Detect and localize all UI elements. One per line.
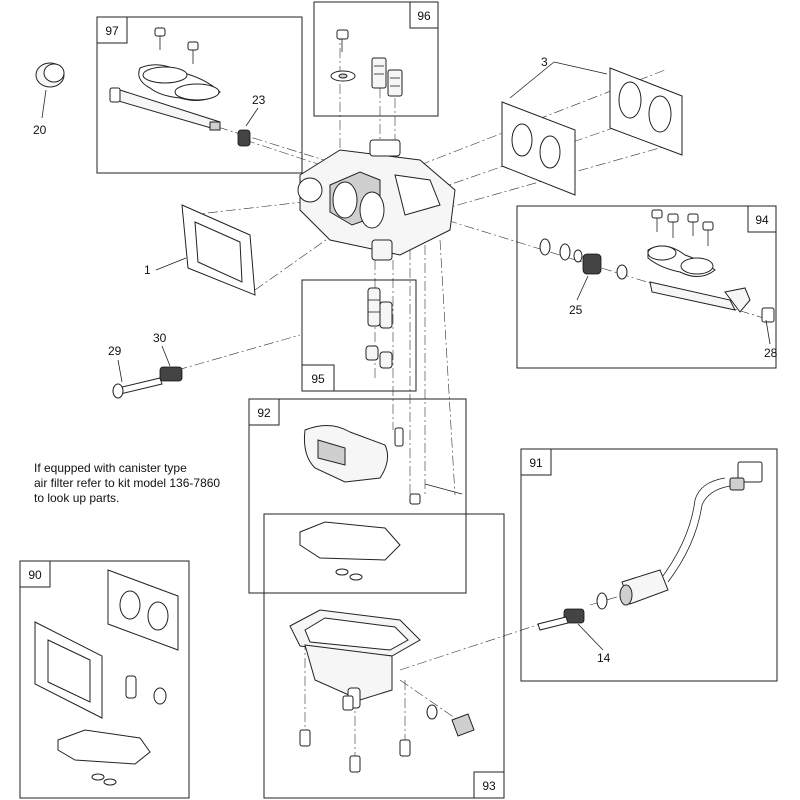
callout-28: 28 (764, 346, 778, 360)
note-line-2: air filter refer to kit model 136-7860 (34, 476, 221, 490)
callout-29: 29 (108, 344, 122, 358)
part-30-spring (159, 366, 183, 382)
callout-1: 1 (144, 263, 151, 277)
kit-box-94: 94 (516, 205, 777, 369)
callout-leaders (41, 61, 771, 651)
kit-tag-96: 96 (417, 9, 431, 23)
kit-box-92: 92 (248, 398, 467, 594)
kit-box-90: 90 (19, 560, 190, 799)
note-line-1: If equpped with canister type (34, 461, 187, 475)
kit-tag-95: 95 (311, 372, 325, 386)
kit-tag-94: 94 (755, 213, 769, 227)
kit-box-93: 93 (263, 513, 505, 799)
kit-tag-97: 97 (105, 24, 119, 38)
callout-30: 30 (153, 331, 167, 345)
part-23-spring (237, 129, 251, 147)
canister-filter-note: If equpped with canister type air filter… (34, 461, 274, 506)
kit-box-91: 91 (520, 448, 778, 682)
kit-tag-91: 91 (529, 456, 543, 470)
callout-20: 20 (33, 123, 47, 137)
callout-25: 25 (569, 303, 583, 317)
kit-box-95: 95 (301, 279, 417, 392)
part-20-cap (35, 62, 65, 88)
kit-box-96: 96 (313, 1, 439, 117)
kit-tag-90: 90 (28, 568, 42, 582)
callout-3: 3 (541, 55, 548, 69)
gaskets-3 (501, 67, 683, 196)
gasket-1 (181, 204, 256, 296)
kit-tag-92: 92 (257, 406, 271, 420)
callout-23: 23 (252, 93, 266, 107)
kit-tag-93: 93 (482, 779, 496, 793)
note-line-3: to look up parts. (34, 491, 120, 505)
carburetor-body (297, 139, 456, 261)
part-29-screw (112, 377, 163, 399)
part-14-spring (537, 608, 585, 631)
kit-box-97: 97 (96, 16, 303, 174)
callout-14: 14 (597, 651, 611, 665)
